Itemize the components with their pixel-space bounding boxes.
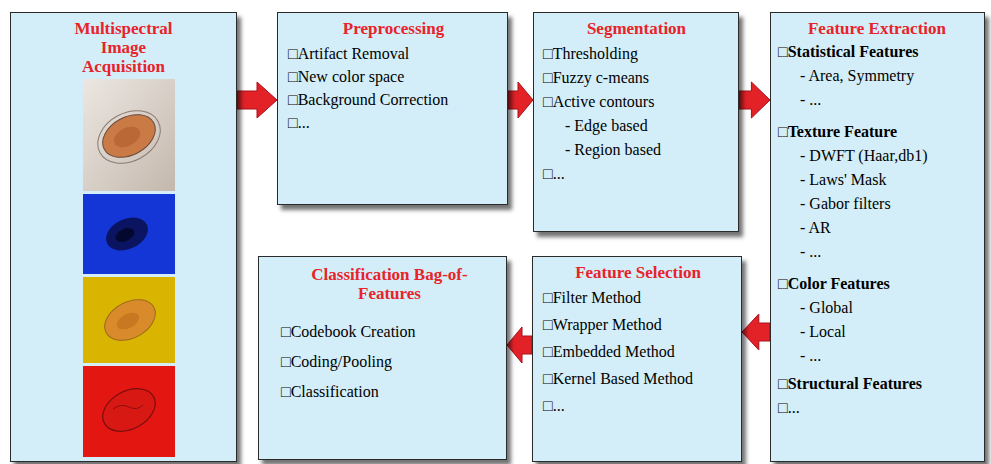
- list-item: □Statistical Features: [778, 40, 976, 64]
- list-item: □Thresholding: [543, 42, 730, 66]
- list-item: - Laws' Mask: [800, 168, 976, 192]
- box-heading: Classification Bag-of-Features: [300, 265, 480, 303]
- process-box: Classification Bag-of-Features □Codebook …: [258, 256, 507, 460]
- box-heading: Segmentation: [543, 19, 730, 38]
- box-heading: Feature Selection: [543, 263, 733, 282]
- list-item: - ...: [800, 240, 976, 264]
- list-item: - Local: [800, 320, 976, 344]
- list-item: - Global: [800, 296, 976, 320]
- flow-arrow: [739, 82, 770, 118]
- flow-arrow: [507, 327, 532, 363]
- box-heading: Multispectral Image Acquisition: [62, 19, 186, 76]
- list-item: - DWFT (Haar,db1): [800, 144, 976, 168]
- list-item: □Artifact Removal: [288, 42, 499, 65]
- list-item: □...: [778, 396, 976, 420]
- list-item: □...: [543, 392, 707, 419]
- flow-arrow: [508, 82, 533, 118]
- list-item: - Area, Symmetry: [800, 64, 976, 88]
- list-item: □Coding/Pooling: [281, 347, 498, 377]
- list-item: □...: [288, 111, 499, 134]
- list-item: □Filter Method: [543, 284, 707, 311]
- list-item: - Gabor filters: [800, 192, 976, 216]
- box-heading: Feature Extraction: [778, 19, 976, 38]
- process-box: Multispectral Image Acquisition: [10, 12, 237, 462]
- list-item: □Codebook Creation: [281, 317, 498, 347]
- list-item: □Color Features: [778, 272, 976, 296]
- list-item: □New color space: [288, 65, 499, 88]
- list-item: □Active contours: [543, 90, 730, 114]
- list-item: - Edge based: [565, 114, 730, 138]
- list-item: - ...: [800, 88, 976, 112]
- list-item: □Wrapper Method: [543, 311, 707, 338]
- list-item: □...: [543, 162, 730, 186]
- process-box: Preprocessing □Artifact Removal□New color…: [277, 12, 508, 205]
- list-item: - ...: [800, 344, 976, 368]
- box-heading: Preprocessing: [288, 19, 499, 38]
- process-box: Feature Extraction□Statistical Features-…: [770, 12, 985, 462]
- flow-arrow: [742, 314, 770, 350]
- list-item: - Region based: [565, 138, 730, 162]
- list-item: □Classification: [281, 377, 498, 407]
- list-item: - AR: [800, 216, 976, 240]
- process-box: Segmentation□Thresholding□Fuzzy c-means□…: [533, 12, 739, 232]
- list-item: □Background Correction: [288, 88, 499, 111]
- list-item: □Structural Features: [778, 372, 976, 396]
- process-box: Feature Selection □Filter Method□Wrapper …: [532, 256, 742, 462]
- list-item: □Texture Feature: [778, 120, 976, 144]
- list-item: □Fuzzy c-means: [543, 66, 730, 90]
- flow-arrow: [237, 82, 277, 118]
- list-item: □Embedded Method: [543, 338, 707, 365]
- list-item: □Kernel Based Method: [543, 365, 707, 392]
- multispectral-image-strips: [83, 79, 175, 457]
